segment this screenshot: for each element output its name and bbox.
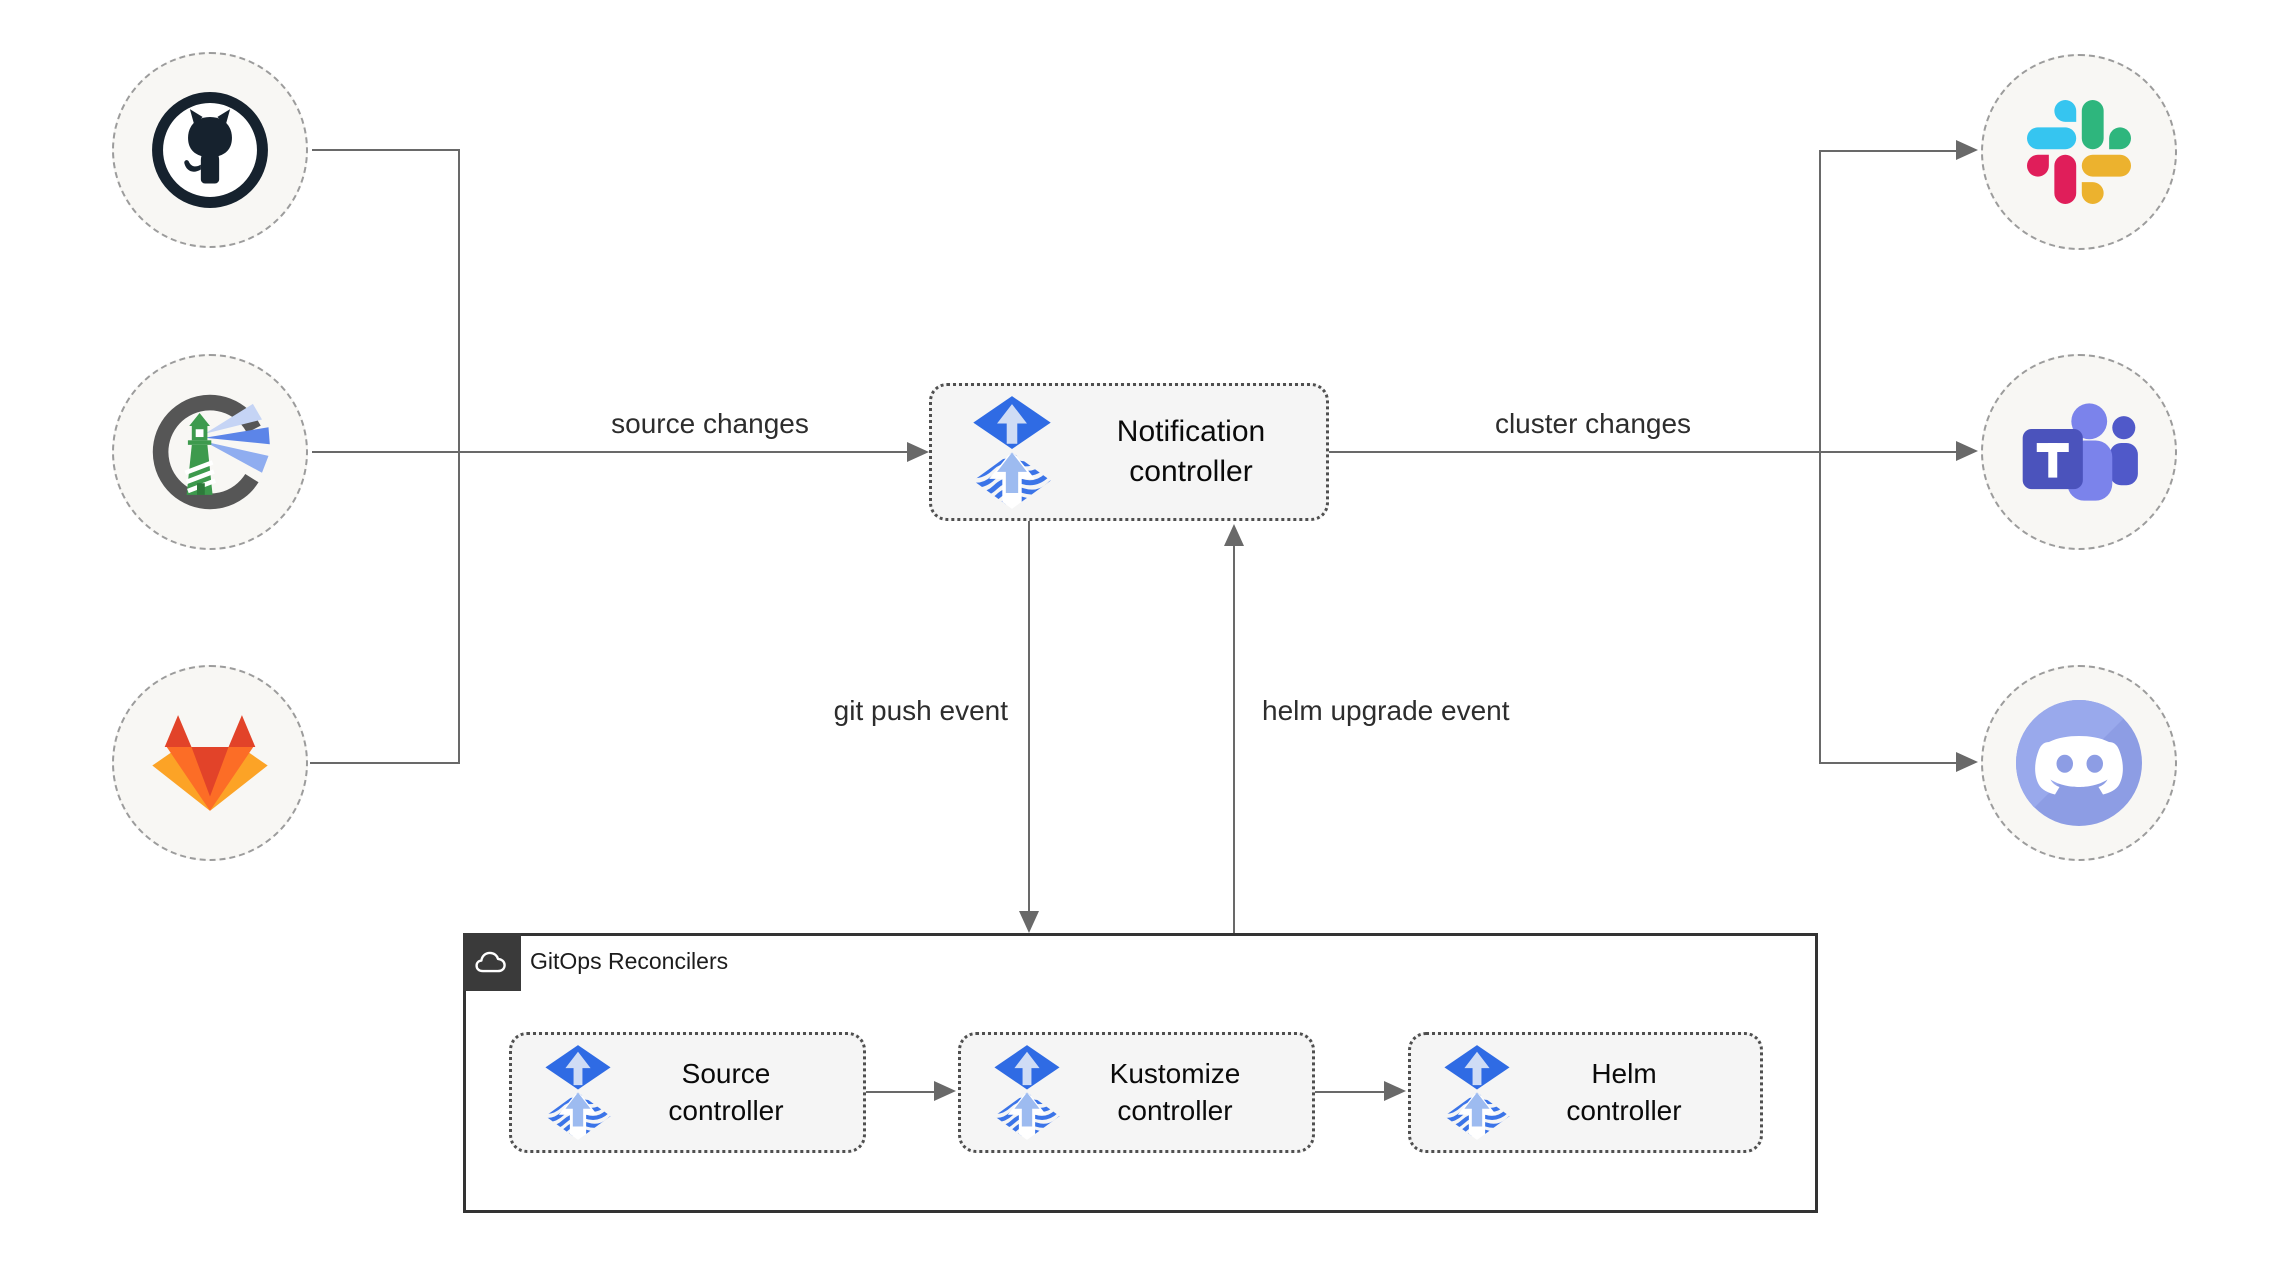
source-changes-arrowhead (907, 442, 929, 462)
container-title: GitOps Reconcilers (530, 948, 729, 974)
source-changes-label: source changes (611, 408, 809, 439)
gitlab-icon (148, 712, 272, 815)
source-controller-label: Source controller (615, 1056, 837, 1130)
flux-icon (1440, 1045, 1514, 1140)
slack-stub-line (1819, 150, 1958, 152)
github-connector-line (312, 149, 459, 151)
slack-arrowhead (1956, 140, 1978, 160)
helm-upgrade-arrowhead (1224, 524, 1244, 546)
endpoint-gitlab (112, 665, 308, 861)
teams-icon (2015, 388, 2143, 516)
helm-upgrade-line (1233, 545, 1235, 935)
gitlab-connector-line (310, 762, 459, 764)
discord-arrowhead (1956, 752, 1978, 772)
flux-icon (968, 396, 1056, 509)
kustomize-controller-label: Kustomize controller (1064, 1056, 1286, 1130)
slack-icon (2027, 100, 2131, 204)
discord-stub-line (1819, 762, 1958, 764)
cluster-changes-line (1329, 451, 1820, 453)
kustomize-label-line2: controller (1117, 1094, 1233, 1126)
endpoint-discord (1981, 665, 2177, 861)
node-helm-controller: Helm controller (1408, 1032, 1763, 1153)
container-badge (463, 933, 521, 991)
teams-arrowhead (1956, 441, 1978, 461)
endpoint-slack (1981, 54, 2177, 250)
endpoint-teams (1981, 354, 2177, 550)
cloud-icon (473, 948, 511, 976)
helm-label-line2: controller (1566, 1094, 1682, 1126)
source-changes-line (312, 451, 909, 453)
node-notification-controller: Notification controller (929, 383, 1329, 521)
git-push-event-label: git push event (833, 695, 1008, 726)
discord-icon (2004, 688, 2154, 838)
endpoint-harbor (112, 354, 308, 550)
kustomize-label-line1: Kustomize (1109, 1057, 1241, 1089)
flux-icon (541, 1045, 615, 1140)
flux-icon (990, 1045, 1064, 1140)
git-push-arrowhead (1019, 911, 1039, 933)
source-label-line2: controller (668, 1094, 784, 1126)
node-source-controller: Source controller (509, 1032, 866, 1153)
source-to-kustomize-arrowhead (934, 1081, 956, 1101)
git-push-line (1028, 521, 1030, 913)
endpoint-github (112, 52, 308, 248)
cluster-changes-label: cluster changes (1494, 408, 1692, 439)
helm-controller-label: Helm controller (1514, 1056, 1734, 1130)
notification-label-line1: Notification (1116, 415, 1266, 449)
kustomize-to-helm-line (1315, 1091, 1386, 1093)
right-bus-line (1819, 151, 1821, 763)
helm-upgrade-event-label: helm upgrade event (1262, 695, 1510, 726)
helm-label-line1: Helm (1591, 1057, 1657, 1089)
notification-label-line2: controller (1129, 455, 1253, 488)
teams-stub-line (1819, 451, 1958, 453)
left-bus-line (458, 149, 460, 764)
harbor-icon (145, 387, 275, 517)
github-icon (149, 89, 271, 211)
source-label-line1: Source (681, 1057, 771, 1089)
notification-controller-label: Notification controller (1056, 412, 1326, 491)
kustomize-to-helm-arrowhead (1384, 1081, 1406, 1101)
node-kustomize-controller: Kustomize controller (958, 1032, 1315, 1153)
source-to-kustomize-line (866, 1091, 936, 1093)
